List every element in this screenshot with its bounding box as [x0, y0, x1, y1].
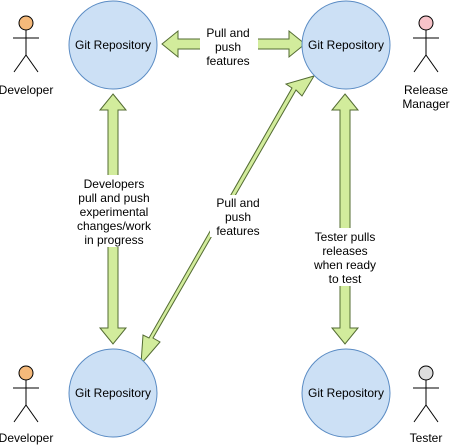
left-arrow-label-bg — [76, 175, 152, 247]
right-arrow-label-1: Tester pulls — [315, 230, 376, 244]
diagonal-arrow-label-2: push — [225, 210, 251, 224]
actor-release-manager-label-2: Manager — [402, 97, 449, 111]
right-arrow-label-bg — [308, 228, 382, 286]
left-arrow-label-2: pull and push — [78, 191, 149, 205]
right-arrow-label-2: releases — [322, 244, 367, 258]
actor-developer-bottom — [13, 365, 39, 423]
actor-tester-head — [418, 365, 434, 381]
top-arrow-label-1: Pull and — [206, 26, 249, 40]
actor-release-manager-label-1: Release — [404, 83, 448, 97]
diagonal-arrow-label-bg — [210, 195, 268, 237]
repo-top-left-label: Git Repository — [75, 38, 151, 52]
diagonal-arrow-label-3: features — [216, 224, 259, 238]
repo-bottom-right-label: Git Repository — [308, 386, 384, 400]
repo-top-right-label: Git Repository — [308, 38, 384, 52]
actor-tester-label: Tester — [410, 431, 443, 445]
left-arrow-label-4: changes/work — [77, 219, 152, 233]
repo-top-right: Git Repository — [301, 0, 391, 90]
actor-release-manager — [413, 15, 439, 73]
actor-developer-bottom-label: Developer — [0, 431, 53, 445]
top-arrow-label-3: features — [206, 54, 249, 68]
right-arrow-label-4: to test — [329, 272, 362, 286]
repo-bottom-right: Git Repository — [301, 348, 391, 438]
top-arrow-label-bg — [200, 26, 258, 68]
actor-tester — [413, 365, 439, 423]
actor-developer-top — [13, 15, 39, 73]
repo-bottom-left: Git Repository — [68, 348, 158, 438]
left-arrow-label-5: in progress — [84, 233, 143, 247]
top-arrow-label-2: push — [215, 40, 241, 54]
right-arrow-label-3: when ready — [313, 258, 376, 272]
left-arrow-label-1: Developers — [84, 177, 145, 191]
repo-top-left: Git Repository — [68, 0, 158, 90]
right-double-arrow — [330, 93, 360, 345]
repo-bottom-left-label: Git Repository — [75, 386, 151, 400]
diagonal-arrow-label-1: Pull and — [216, 196, 259, 210]
actor-release-manager-head — [418, 15, 434, 31]
actor-developer-bottom-head — [18, 365, 34, 381]
left-arrow-label-3: experimental — [80, 205, 149, 219]
actor-developer-top-label: Developer — [0, 83, 53, 97]
actor-developer-top-head — [18, 15, 34, 31]
